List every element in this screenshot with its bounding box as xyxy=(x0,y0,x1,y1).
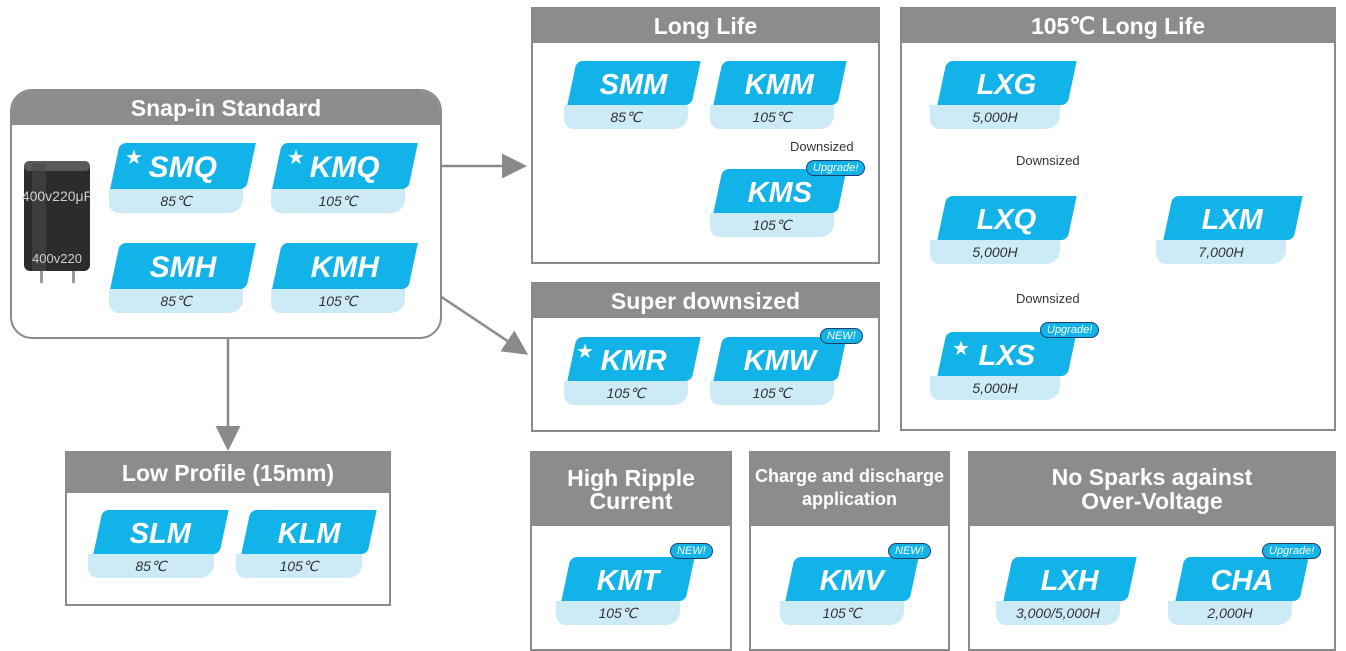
group-title: Snap-in Standard xyxy=(12,91,440,125)
title-line: No Sparks against xyxy=(1051,464,1253,490)
chip-cha[interactable]: CHA 2,000H xyxy=(1168,557,1309,625)
chip-code: KMS xyxy=(747,177,812,209)
downsized-note: Downsized xyxy=(790,139,854,154)
chip-kmq[interactable]: KMQ 105℃ ★ xyxy=(271,143,418,213)
chip-code: SMQ xyxy=(148,151,217,184)
chip-smq[interactable]: SMQ 85℃ ★ xyxy=(109,143,256,213)
chip-sub: 105℃ xyxy=(271,189,405,213)
chip-sub: 105℃ xyxy=(564,381,688,405)
chip-sub: 3,000/5,000H xyxy=(996,601,1120,625)
chip-code: SMM xyxy=(599,69,668,101)
upgrade-badge: Upgrade! xyxy=(806,160,866,176)
chip-klm[interactable]: KLM 105℃ xyxy=(236,510,377,578)
svg-text:400v220: 400v220 xyxy=(32,251,82,266)
chip-code: LXS xyxy=(978,340,1035,372)
chip-sub: 5,000H xyxy=(930,376,1060,400)
new-badge: NEW! xyxy=(820,328,863,344)
chip-code: KMM xyxy=(744,69,815,101)
group-title: Charge and discharge application xyxy=(751,453,948,526)
chip-code: KMT xyxy=(596,565,659,597)
chip-lxs[interactable]: LXS 5,000H ★ xyxy=(930,332,1077,400)
chip-lxh[interactable]: LXH 3,000/5,000H xyxy=(996,557,1137,625)
chip-sub: 85℃ xyxy=(109,189,243,213)
chip-sub: 2,000H xyxy=(1168,601,1292,625)
chip-kmv[interactable]: KMV 105℃ xyxy=(780,557,919,625)
chip-sub: 85℃ xyxy=(88,554,214,578)
chip-code: KMH xyxy=(310,251,379,284)
group-title: Long Life xyxy=(533,9,878,43)
chip-code: CHA xyxy=(1210,565,1273,597)
chip-kmh[interactable]: KMH 105℃ xyxy=(271,243,418,313)
upgrade-badge: Upgrade! xyxy=(1040,322,1100,338)
chip-code: KLM xyxy=(277,518,340,550)
chip-sub: 105℃ xyxy=(556,601,680,625)
chip-code: KMQ xyxy=(309,151,380,184)
capacitor-label: 400v220μF xyxy=(22,188,92,204)
chip-sub: 105℃ xyxy=(710,381,834,405)
title-line: Current xyxy=(589,488,673,514)
group-title: No Sparks against Over-Voltage xyxy=(970,453,1334,526)
chip-lxq[interactable]: LXQ 5,000H xyxy=(930,196,1077,264)
new-badge: NEW! xyxy=(670,543,713,559)
chip-sub: 105℃ xyxy=(271,289,405,313)
chip-sub: 105℃ xyxy=(236,554,362,578)
chip-code: KMR xyxy=(600,345,667,377)
new-badge: NEW! xyxy=(888,543,931,559)
chip-smm[interactable]: SMM 85℃ xyxy=(564,61,701,129)
chip-kms[interactable]: KMS 105℃ xyxy=(710,169,847,237)
chip-lxm[interactable]: LXM 7,000H xyxy=(1156,196,1303,264)
chip-kmr[interactable]: KMR 105℃ ★ xyxy=(564,337,701,405)
chip-code: LXH xyxy=(1040,565,1099,597)
chip-code: LXQ xyxy=(976,204,1037,236)
chip-slm[interactable]: SLM 85℃ xyxy=(88,510,229,578)
title-line: Charge and discharge xyxy=(754,466,945,486)
chip-lxg[interactable]: LXG 5,000H xyxy=(930,61,1077,129)
chip-sub: 5,000H xyxy=(930,240,1060,264)
chip-smh[interactable]: SMH 85℃ xyxy=(109,243,256,313)
chip-sub: 105℃ xyxy=(780,601,904,625)
upgrade-badge: Upgrade! xyxy=(1262,543,1322,559)
chip-code: KMV xyxy=(819,565,884,597)
chip-kmw[interactable]: KMW 105℃ xyxy=(710,337,847,405)
chip-sub: 105℃ xyxy=(710,213,834,237)
chip-code: KMW xyxy=(743,345,816,377)
chip-sub: 7,000H xyxy=(1156,240,1286,264)
chip-kmm[interactable]: KMM 105℃ xyxy=(710,61,847,129)
chip-sub: 85℃ xyxy=(109,289,243,313)
chip-code: SMH xyxy=(149,251,216,284)
group-title: 105℃ Long Life xyxy=(902,9,1334,43)
group-title: Super downsized xyxy=(533,284,878,318)
title-line: High Ripple xyxy=(567,465,695,491)
title-line: Over-Voltage xyxy=(1081,488,1223,514)
chip-code: SLM xyxy=(129,518,192,550)
group-title: High Ripple Current xyxy=(532,453,730,526)
star-icon: ★ xyxy=(576,341,594,363)
arrow-snapin-to-superdownsized xyxy=(439,294,529,355)
star-icon: ★ xyxy=(952,338,970,360)
capacitor-image: 400v220μF 400v220 xyxy=(22,161,92,283)
chip-code: LXM xyxy=(1201,204,1264,236)
chip-sub: 85℃ xyxy=(564,105,688,129)
star-icon: ★ xyxy=(125,147,143,169)
chip-sub: 5,000H xyxy=(930,105,1060,129)
star-icon: ★ xyxy=(287,147,305,169)
downsized-note: Downsized xyxy=(1016,153,1080,168)
chip-code: LXG xyxy=(976,69,1037,101)
downsized-note: Downsized xyxy=(1016,291,1080,306)
chip-sub: 105℃ xyxy=(710,105,834,129)
chip-kmt[interactable]: KMT 105℃ xyxy=(556,557,695,625)
group-title: Low Profile (15mm) xyxy=(67,453,389,493)
title-line: application xyxy=(801,489,897,509)
